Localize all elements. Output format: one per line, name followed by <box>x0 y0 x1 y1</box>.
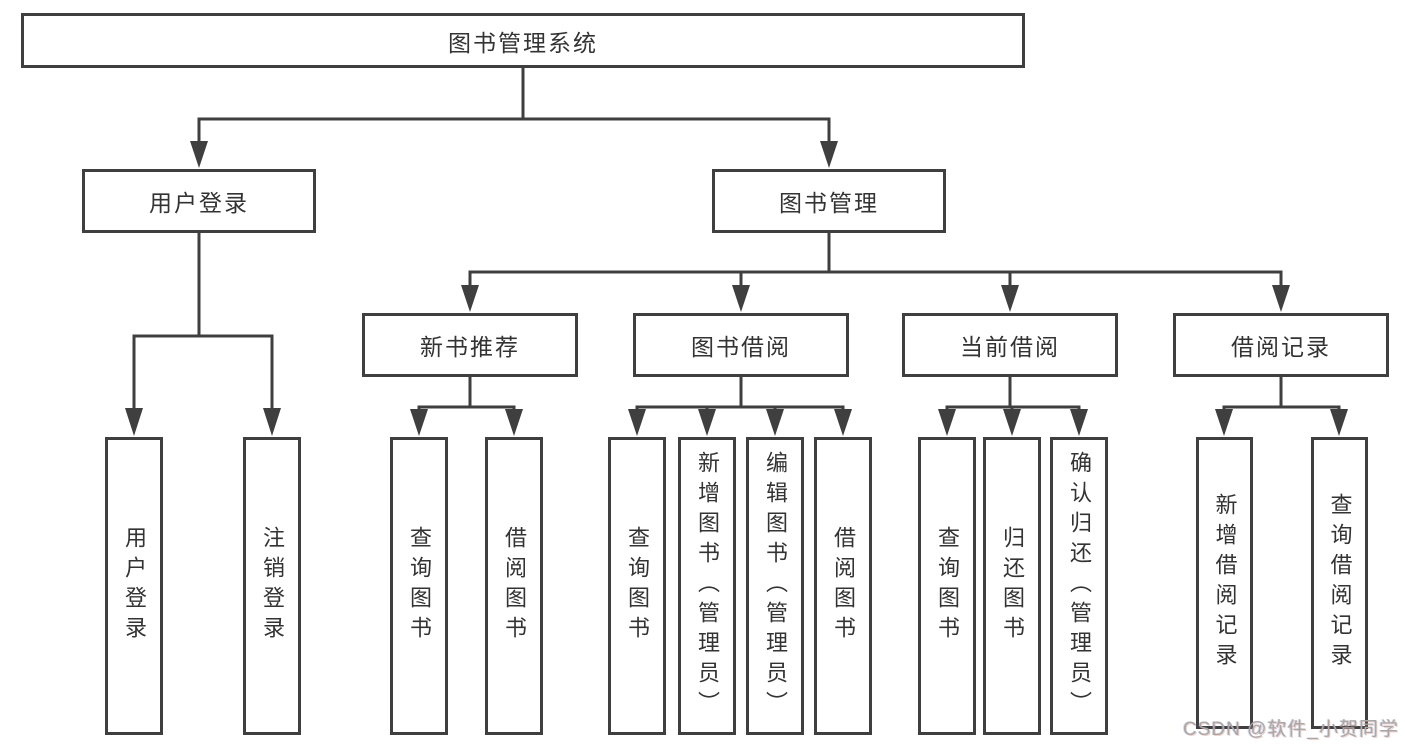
node-label: 图书管理系统 <box>448 29 598 56</box>
leaf-label: 新增借阅记录 <box>1212 493 1238 673</box>
node-current-borrowing: 当前借阅 <box>902 313 1118 377</box>
node-user-login: 用户登录 <box>82 169 316 233</box>
leaf-label: 编辑图书（管理员） <box>763 451 788 721</box>
csdn-watermark: CSDN @软件_小贺同学 <box>1183 719 1399 740</box>
leaf-logout: 注销登录 <box>243 437 301 735</box>
leaf-return-books: 归还图书 <box>983 437 1041 735</box>
node-book-borrowing: 图书借阅 <box>633 313 849 377</box>
leaf-borrow-books: 借阅图书 <box>814 437 872 735</box>
node-label: 用户登录 <box>149 190 249 216</box>
leaf-label: 查询图书 <box>625 526 650 646</box>
node-new-book-recommend: 新书推荐 <box>362 313 578 377</box>
node-root: 图书管理系统 <box>21 13 1025 68</box>
leaf-add-books-admin: 新增图书（管理员） <box>678 437 736 735</box>
node-label: 当前借阅 <box>960 334 1060 360</box>
leaf-label: 确认归还（管理员） <box>1067 451 1092 721</box>
leaf-query-books-borrowing: 查询图书 <box>608 437 666 735</box>
leaf-label: 查询借阅记录 <box>1327 493 1353 673</box>
leaf-label: 注销登录 <box>260 526 285 646</box>
node-label: 图书管理 <box>779 190 879 216</box>
node-label: 新书推荐 <box>420 334 520 360</box>
leaf-confirm-return-admin: 确认归还（管理员） <box>1050 437 1108 735</box>
leaf-query-borrow-record: 查询借阅记录 <box>1311 437 1368 729</box>
leaf-edit-books-admin: 编辑图书（管理员） <box>746 437 804 735</box>
leaf-label: 归还图书 <box>1000 526 1025 646</box>
node-book-management: 图书管理 <box>712 169 946 233</box>
leaf-label: 查询图书 <box>407 526 432 646</box>
leaf-label: 借阅图书 <box>831 526 856 646</box>
leaf-label: 查询图书 <box>935 526 960 646</box>
leaf-borrow-books-recommend: 借阅图书 <box>485 437 543 735</box>
node-label: 图书借阅 <box>691 334 791 360</box>
leaf-user-login: 用户登录 <box>105 437 163 735</box>
leaf-add-borrow-record: 新增借阅记录 <box>1196 437 1253 729</box>
leaf-query-books-recommend: 查询图书 <box>390 437 448 735</box>
leaf-label: 新增图书（管理员） <box>695 451 720 721</box>
leaf-label: 用户登录 <box>122 526 147 646</box>
node-borrowing-records: 借阅记录 <box>1173 313 1389 377</box>
node-label: 借阅记录 <box>1231 334 1331 360</box>
leaf-label: 借阅图书 <box>502 526 527 646</box>
leaf-query-books-current: 查询图书 <box>918 437 976 735</box>
